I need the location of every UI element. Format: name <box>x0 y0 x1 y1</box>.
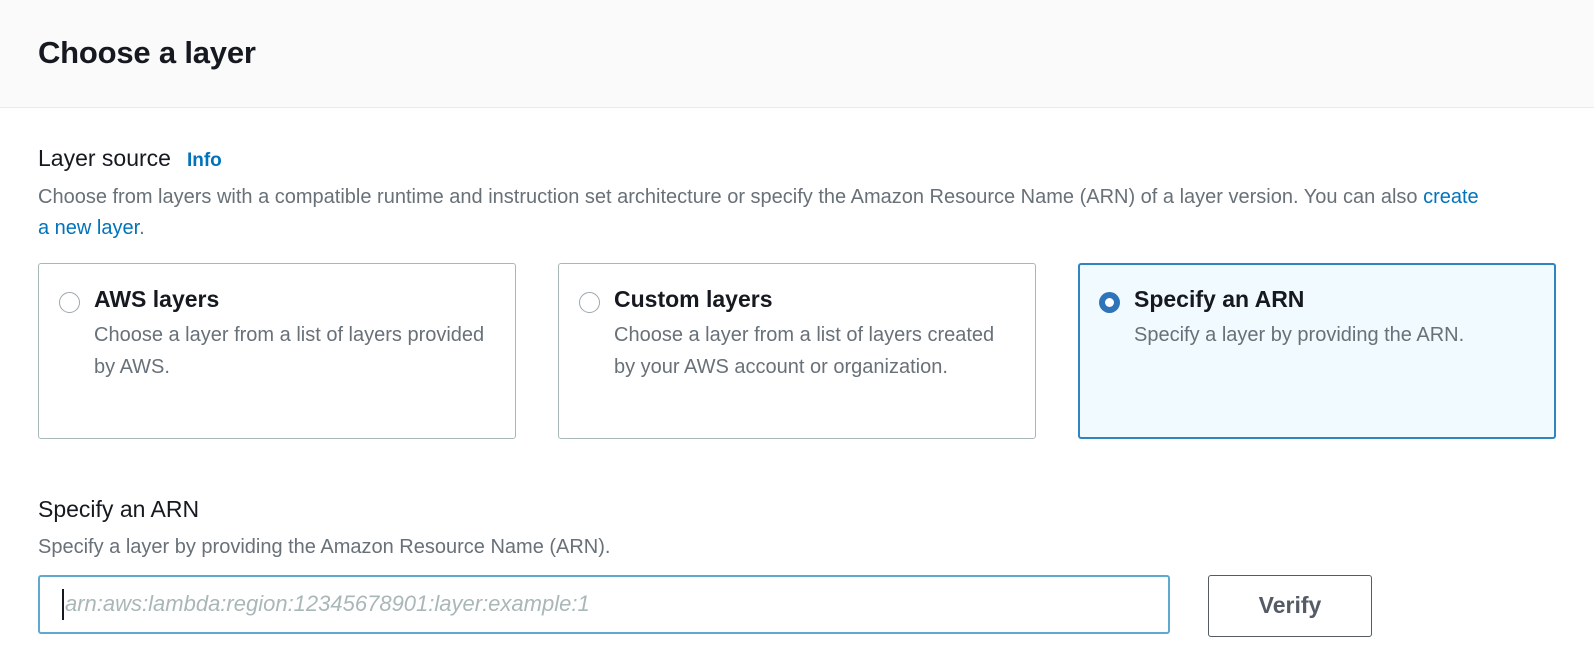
text-cursor <box>62 588 64 620</box>
info-link[interactable]: Info <box>186 150 222 171</box>
specify-arn-label: Specify an ARN <box>38 495 200 522</box>
create-new-layer-link[interactable]: create a new layer <box>38 185 1479 239</box>
layer-source-label-row: Layer source Info <box>38 144 1556 173</box>
layer-source-label: Layer source <box>38 145 171 171</box>
layer-source-option-specify-arn[interactable]: Specify an ARN Specify a layer by provid… <box>1078 262 1556 439</box>
layer-source-description-text-2: . <box>139 216 145 239</box>
radio-icon-custom-layers[interactable] <box>579 291 600 313</box>
page-title: Choose a layer <box>38 35 256 71</box>
arn-input[interactable] <box>38 574 1170 634</box>
layer-source-option-custom-layers-title: Custom layers <box>614 285 773 312</box>
layer-source-option-aws-layers-text: AWS layers Choose a layer from a list of… <box>94 286 493 384</box>
specify-arn-section: Specify an ARN Specify a layer by provid… <box>38 495 1556 637</box>
specify-arn-input-row: Verify <box>38 574 1556 637</box>
layer-source-option-specify-arn-text: Specify an ARN Specify a layer by provid… <box>1134 286 1533 352</box>
radio-icon-aws-layers[interactable] <box>59 291 80 313</box>
layer-source-description-text-1: Choose from layers with a compatible run… <box>38 185 1424 208</box>
layer-source-option-custom-layers[interactable]: Custom layers Choose a layer from a list… <box>558 262 1036 439</box>
layer-source-option-custom-layers-description: Choose a layer from a list of layers cre… <box>614 324 995 378</box>
layer-source-description: Choose from layers with a compatible run… <box>38 182 1488 244</box>
layer-source-options: AWS layers Choose a layer from a list of… <box>38 262 1556 439</box>
layer-source-option-specify-arn-title: Specify an ARN <box>1134 285 1305 312</box>
modal-header: Choose a layer <box>0 0 1594 108</box>
specify-arn-description: Specify a layer by providing the Amazon … <box>38 535 611 558</box>
layer-source-option-specify-arn-description: Specify a layer by providing the ARN. <box>1134 324 1465 347</box>
layer-source-option-aws-layers-title: AWS layers <box>94 285 220 312</box>
layer-source-option-aws-layers-description: Choose a layer from a list of layers pro… <box>94 324 485 378</box>
arn-input-wrapper <box>38 574 1170 634</box>
radio-icon-specify-arn[interactable] <box>1099 291 1120 313</box>
layer-source-option-aws-layers[interactable]: AWS layers Choose a layer from a list of… <box>38 262 516 439</box>
layer-source-option-custom-layers-text: Custom layers Choose a layer from a list… <box>614 286 1013 384</box>
modal-body: Layer source Info Choose from layers wit… <box>0 108 1594 637</box>
verify-button[interactable]: Verify <box>1208 574 1372 637</box>
